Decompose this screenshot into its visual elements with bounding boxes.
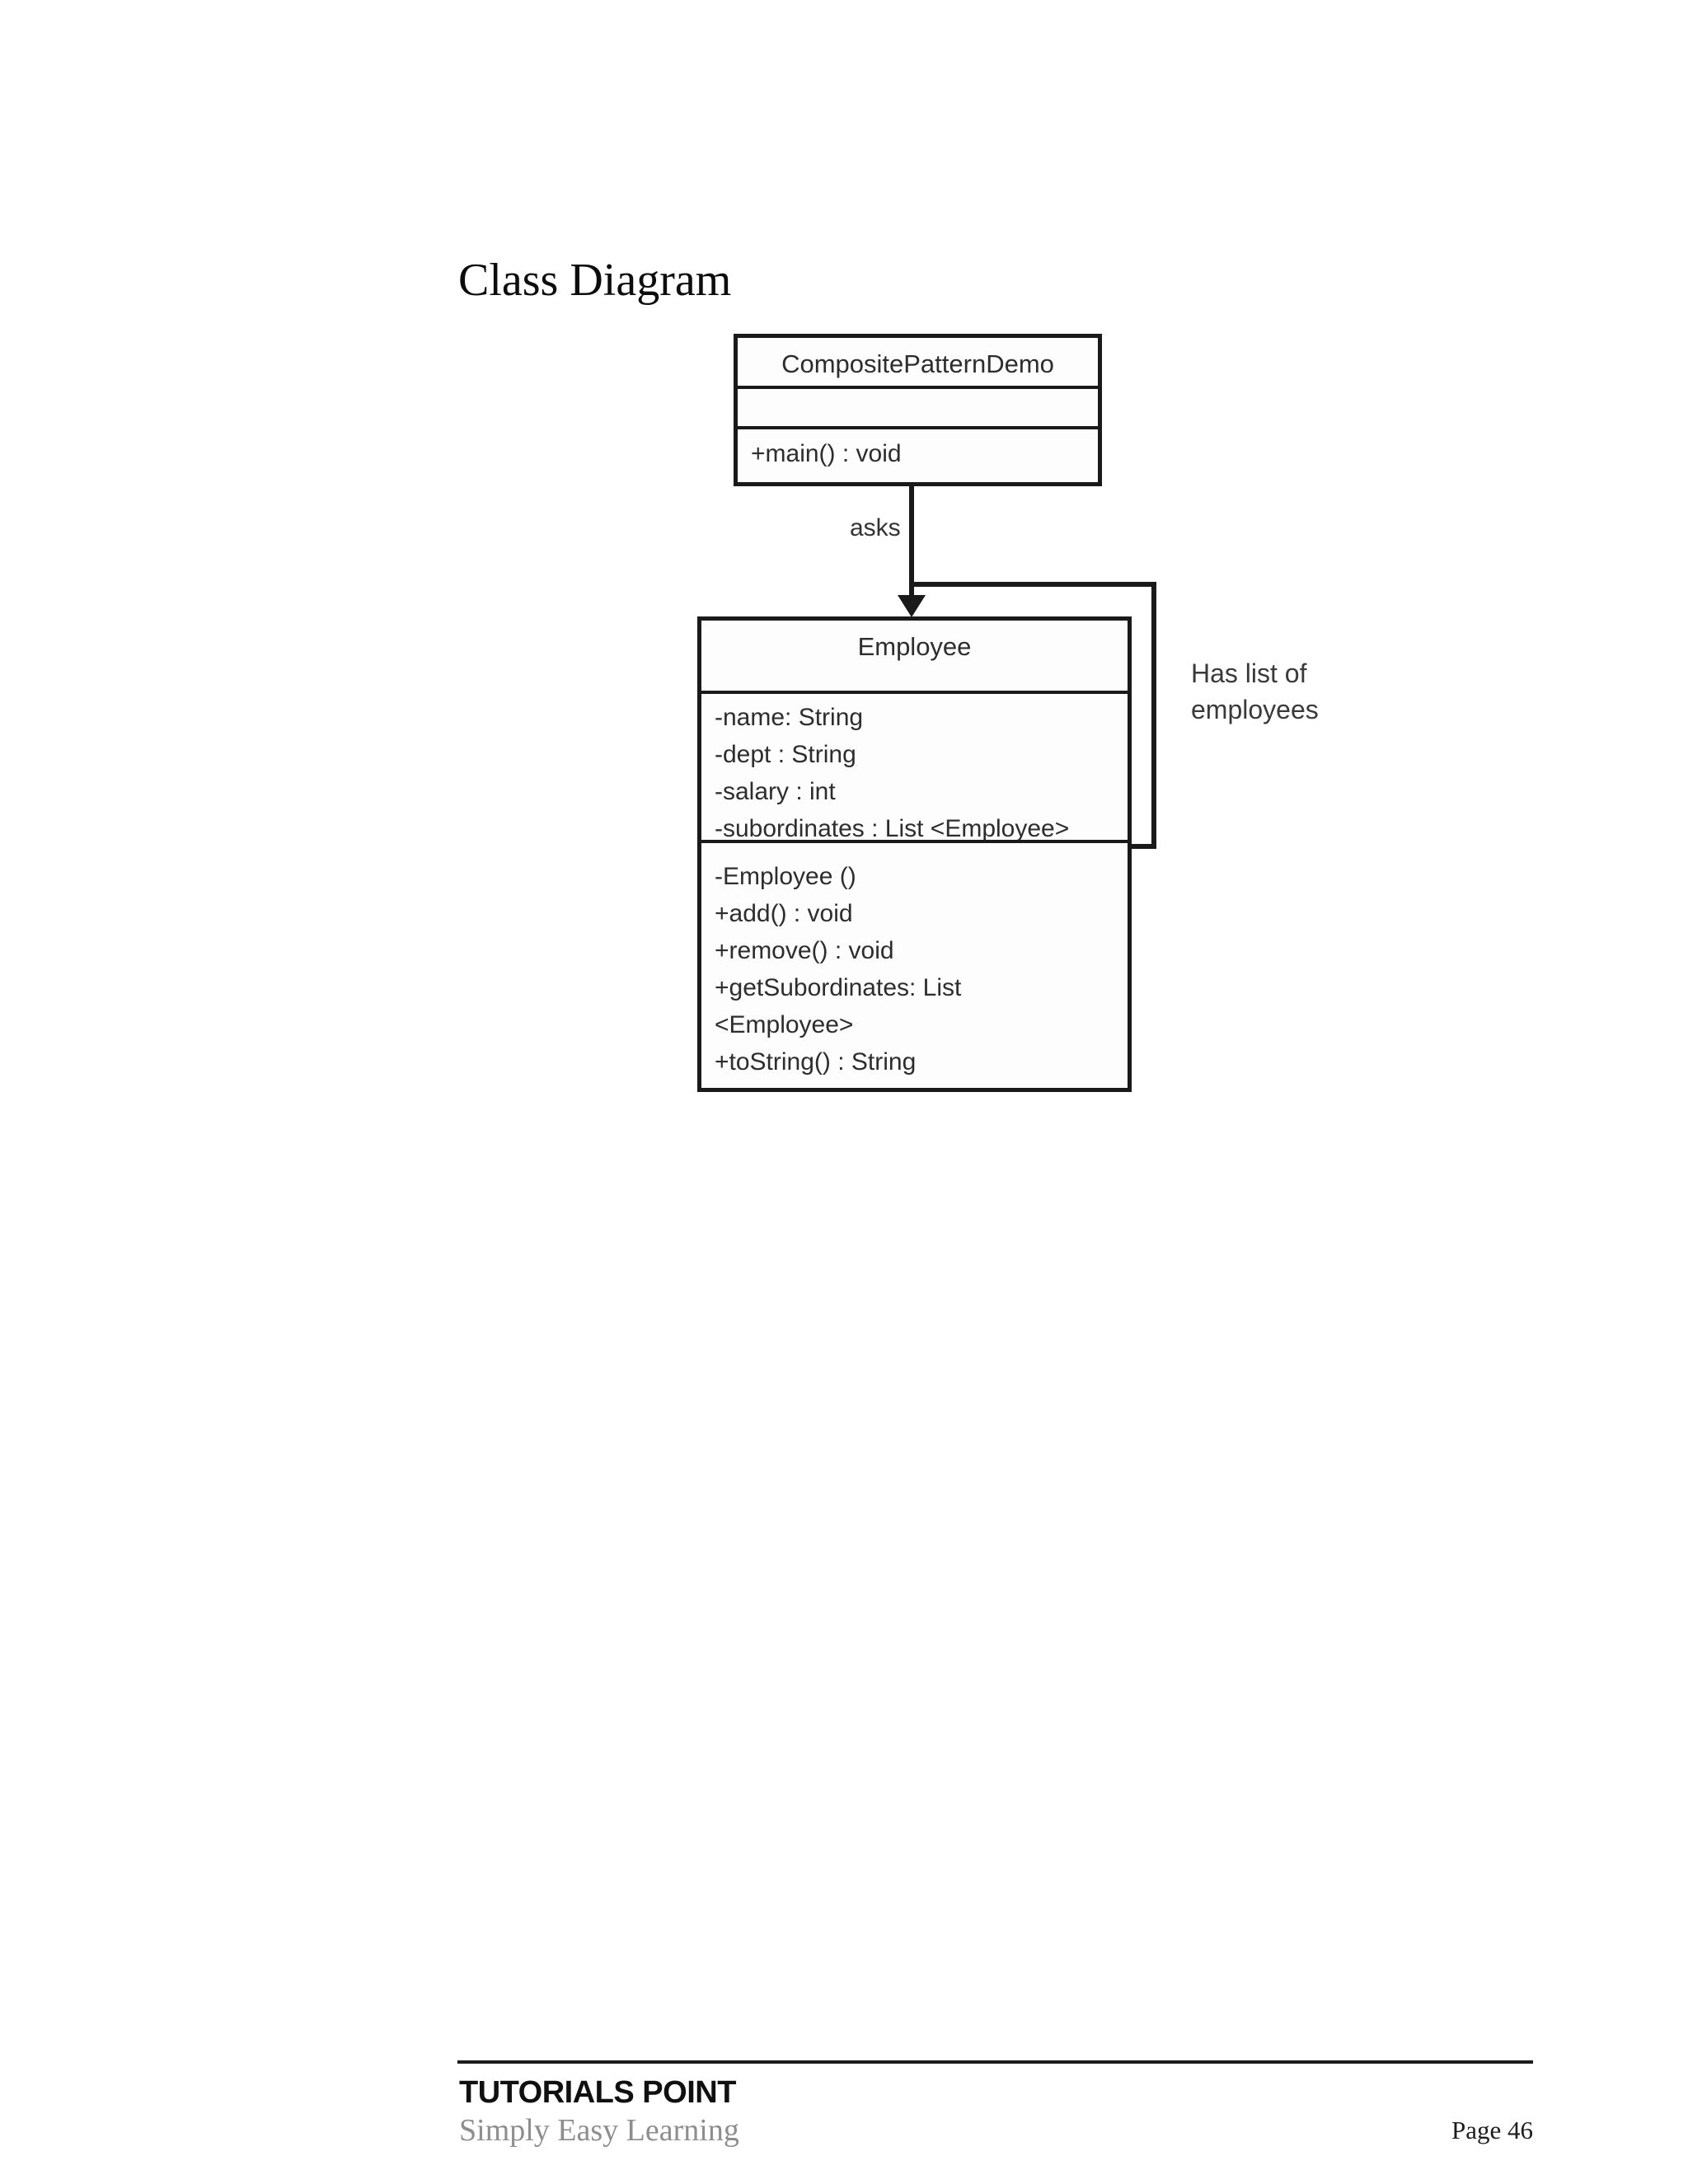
association-line-vertical xyxy=(909,485,914,600)
attribute-line: -subordinates : List <Employee> xyxy=(715,815,1070,842)
class-attributes-compartment: -name: String -dept : String -salary : i… xyxy=(701,694,1128,843)
self-association-line-bottom xyxy=(1129,844,1156,849)
attribute-line: -dept : String xyxy=(715,741,856,768)
self-association-line-top xyxy=(909,582,1156,587)
class-title-compartment: CompositePatternDemo xyxy=(738,338,1098,389)
method-line: +main() : void xyxy=(751,440,902,467)
class-title-compartment: Employee xyxy=(701,621,1128,694)
method-line: +remove() : void xyxy=(715,937,894,964)
class-name: Employee xyxy=(857,632,972,661)
method-line: -Employee () xyxy=(715,863,856,890)
class-methods-compartment: +main() : void xyxy=(738,429,1098,479)
page-number: Page 46 xyxy=(1451,2116,1533,2144)
class-box-composite-pattern-demo: CompositePatternDemo +main() : void xyxy=(734,334,1102,486)
attribute-line: -salary : int xyxy=(715,778,836,805)
association-arrowhead-icon xyxy=(898,595,926,617)
method-line: +getSubordinates: List xyxy=(715,974,962,1001)
class-name: CompositePatternDemo xyxy=(781,349,1054,378)
class-attributes-compartment-empty xyxy=(738,389,1098,429)
class-methods-compartment: -Employee () +add() : void +remove() : v… xyxy=(701,843,1128,1085)
footer-brand: TUTORIALS POINT xyxy=(459,2075,736,2110)
self-association-label: Has list of employees xyxy=(1191,658,1319,724)
method-line: +toString() : String xyxy=(715,1048,917,1076)
method-line: <Employee> xyxy=(715,1011,854,1038)
self-association-line-right xyxy=(1151,582,1156,849)
association-label-asks: asks xyxy=(850,514,901,541)
footer-tagline: Simply Easy Learning xyxy=(459,2113,739,2148)
method-line: +add() : void xyxy=(715,900,853,927)
attribute-line: -name: String xyxy=(715,704,864,731)
class-box-employee: Employee -name: String -dept : String -s… xyxy=(697,616,1132,1092)
footer-divider xyxy=(457,2060,1533,2064)
page-title: Class Diagram xyxy=(458,255,732,306)
